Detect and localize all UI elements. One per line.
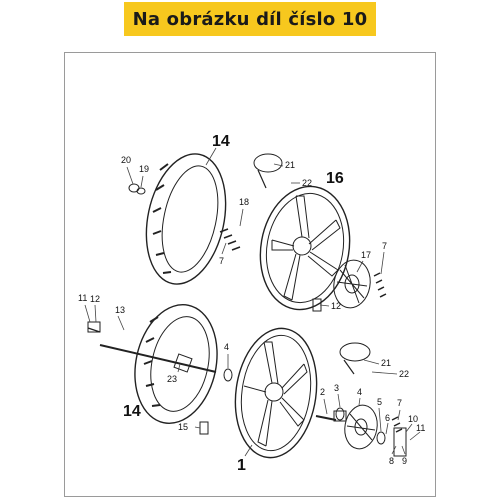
callout-14-lower: 14 [123,403,141,420]
bolt-icon [219,228,403,433]
callout-5: 5 [377,397,382,407]
callout-2: 2 [320,387,325,397]
callout-14-upper: 14 [212,133,230,150]
upper-tire-icon [145,153,227,285]
callout-20: 20 [121,155,131,165]
callout-4-right: 4 [357,387,362,397]
lower-brake-disc-icon [344,404,407,457]
callout-13: 13 [115,305,125,315]
callout-16: 16 [326,170,344,187]
callout-11-left: 11 [78,293,87,303]
speed-sensor-cable-icon [253,153,371,375]
callout-18: 18 [239,197,249,207]
callout-22-lower: 22 [399,369,409,379]
callout-10: 10 [408,414,418,424]
callout-15: 15 [178,422,188,432]
callout-7-lower: 7 [397,398,402,408]
callout-7-left: 7 [219,256,224,266]
callout-labels: 20 19 14 21 22 16 18 7 17 7 12 11 12 13 … [78,133,425,474]
callout-11-lower: 11 [416,423,425,433]
callout-4-left: 4 [224,342,229,352]
callout-17: 17 [361,250,371,260]
callout-21-upper: 21 [285,160,295,170]
diagram-frame [64,52,436,497]
callout-6: 6 [385,413,390,423]
callout-1: 1 [237,457,246,474]
callout-7-right: 7 [382,241,387,251]
callout-22-upper: 22 [302,178,312,188]
upper-rim-icon [259,185,351,311]
banner-text: Na obrázku díl číslo 10 [132,8,368,30]
callout-3: 3 [334,383,339,393]
lower-rim-icon [234,327,318,459]
callout-8: 8 [389,456,394,466]
upper-brake-disc-icon [333,259,371,309]
callout-12-right: 12 [331,301,341,311]
axle-icon [87,321,347,422]
callout-9: 9 [402,456,407,466]
callout-19: 19 [139,164,149,174]
callout-21-lower: 21 [381,358,391,368]
callout-23: 23 [167,374,177,384]
valve-icon [128,183,345,435]
part-number-banner: Na obrázku díl číslo 10 [124,2,376,36]
callout-12-left: 12 [90,294,100,304]
